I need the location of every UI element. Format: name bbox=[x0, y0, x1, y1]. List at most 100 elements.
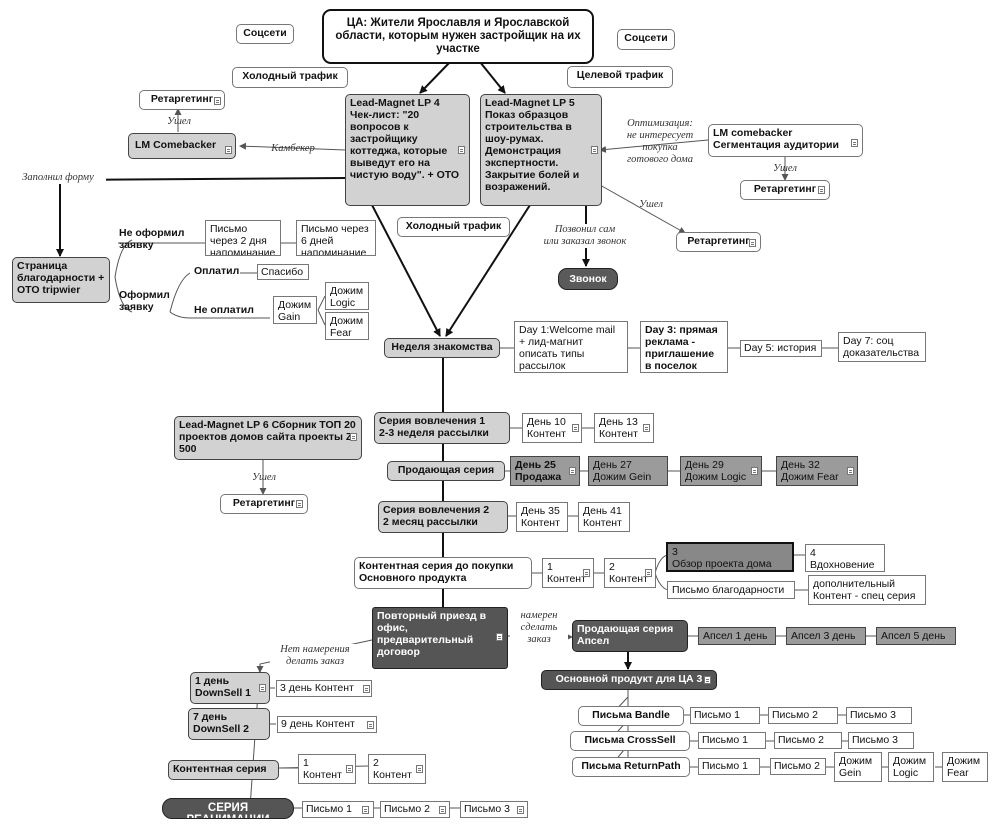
bandle-letter-2[interactable]: Письмо 2 bbox=[768, 707, 838, 724]
ca-root-node[interactable]: ЦА: Жители Ярославля и Ярославской облас… bbox=[322, 9, 594, 64]
lm-comebacker-node[interactable]: LM Comebacker bbox=[128, 133, 236, 159]
engagement-series-1-node[interactable]: Серия вовлечения 1 2-3 неделя рассылки bbox=[374, 412, 510, 444]
day32-node[interactable]: День 32 Дожим Fear bbox=[776, 456, 858, 486]
zvonok-node[interactable]: Звонок bbox=[558, 268, 618, 290]
crosssell-letter-3[interactable]: Письмо 3 bbox=[848, 732, 914, 749]
day7-node[interactable]: Day 7: соц доказательства bbox=[838, 332, 926, 362]
reanimation-letter-1[interactable]: Письмо 1 bbox=[302, 801, 374, 818]
arrow-lp4-week bbox=[371, 204, 441, 337]
ne-oplatil-label[interactable]: Не оплатил bbox=[194, 304, 254, 316]
selling-series-node[interactable]: Продающая серия bbox=[387, 461, 505, 481]
retarget-node-1[interactable]: Ретаргетинг bbox=[139, 90, 225, 110]
dozhim-gain-node[interactable]: Дожим Gain bbox=[273, 296, 317, 324]
day29-node[interactable]: День 29 Дожим Logic bbox=[680, 456, 762, 486]
arrow-optim bbox=[599, 139, 709, 153]
note-icon bbox=[416, 765, 423, 773]
upsell-1-node[interactable]: Апсел 1 день bbox=[698, 627, 776, 645]
returnpath-node[interactable]: Письма ReturnPath bbox=[572, 757, 690, 777]
crosssell-letter-2[interactable]: Письмо 2 bbox=[774, 732, 842, 749]
day1-node[interactable]: Day 1:Welcome mail + лид-магнит описать … bbox=[514, 321, 628, 373]
bandle-letter-1[interactable]: Письмо 1 bbox=[690, 707, 760, 724]
content-series-2-node[interactable]: Контентная серия bbox=[168, 760, 279, 780]
note-icon bbox=[346, 765, 353, 773]
returnpath-letter-1[interactable]: Письмо 1 bbox=[698, 758, 760, 775]
lead-magnet-lp6-node[interactable]: Lead-Magnet LP 6 Сборник ТОП 20 проектов… bbox=[174, 416, 362, 460]
day3-node[interactable]: Day 3: прямая реклама - приглашение в по… bbox=[640, 321, 728, 373]
day35-node[interactable]: День 35 Контент bbox=[516, 502, 568, 532]
upsell-series-node[interactable]: Продающая серия Апсел bbox=[572, 620, 688, 652]
thanks-page-node[interactable]: Страница благодарности + ОТО tripwier bbox=[12, 257, 110, 303]
content-3-node[interactable]: 3 Обзор проекта дома bbox=[666, 542, 794, 572]
note-icon bbox=[225, 146, 232, 154]
note-icon bbox=[517, 806, 524, 814]
bandle-letter-3[interactable]: Письмо 3 bbox=[846, 707, 912, 724]
lead-magnet-lp4-node[interactable]: Lead-Magnet LP 4 Чек-лист: "20 вопросов … bbox=[345, 94, 470, 206]
note-icon bbox=[751, 467, 758, 475]
spasibo-node[interactable]: Спасибо bbox=[257, 264, 309, 280]
kambeker-label: Камбекер bbox=[271, 143, 315, 154]
note-icon bbox=[583, 569, 590, 577]
downsell-1-content[interactable]: 3 день Контент bbox=[276, 680, 372, 697]
content-4-node[interactable]: 4 Вдохновение bbox=[805, 544, 885, 572]
returnpath-dozhim-fear[interactable]: Дожим Fear bbox=[942, 752, 988, 782]
downsell-2-node[interactable]: 7 день DownSell 2 bbox=[188, 708, 270, 740]
note-icon bbox=[847, 467, 854, 475]
socseti-right-node[interactable]: Соцсети bbox=[617, 29, 675, 50]
week-intro-node[interactable]: Неделя знакомства bbox=[384, 338, 500, 358]
engagement-series-2-node[interactable]: Серия вовлечения 2 2 месяц рассылки bbox=[378, 501, 508, 533]
day5-node[interactable]: Day 5: история bbox=[740, 340, 822, 357]
dozhim-logic-node[interactable]: Дожим Logic bbox=[325, 282, 369, 310]
pozvonil-label: Позвонил сам или заказал звонок bbox=[526, 224, 644, 248]
socseti-left-node[interactable]: Соцсети bbox=[236, 24, 294, 44]
returnpath-dozhim-gain[interactable]: Дожим Gein bbox=[834, 752, 882, 782]
line-form bbox=[59, 177, 346, 181]
dozhim-fear-node[interactable]: Дожим Fear bbox=[325, 312, 369, 340]
retarget-node-2[interactable]: Ретаргетинг bbox=[740, 180, 830, 200]
reanimation-letter-3[interactable]: Письмо 3 bbox=[460, 801, 528, 818]
note-icon bbox=[296, 500, 303, 508]
downsell-2-content[interactable]: 9 день Контент bbox=[277, 716, 377, 733]
pismo-2d-node[interactable]: Письмо через 2 дня напоминание bbox=[205, 220, 281, 256]
reanimation-letter-2[interactable]: Письмо 2 bbox=[380, 801, 450, 818]
note-icon bbox=[350, 433, 357, 441]
content-series-main-node[interactable]: Контентная серия до покупки Основного пр… bbox=[354, 557, 532, 589]
pismo-6d-node[interactable]: Письмо через 6 дней напоминание bbox=[296, 220, 376, 256]
returnpath-letter-2[interactable]: Письмо 2 bbox=[770, 758, 826, 775]
note-icon bbox=[367, 721, 374, 729]
note-icon bbox=[569, 467, 576, 475]
upsell-5-node[interactable]: Апсел 5 день bbox=[876, 627, 956, 645]
cold-traffic-top-node[interactable]: Холодный трафик bbox=[232, 67, 348, 88]
day27-node[interactable]: День 27 Дожим Gein bbox=[588, 456, 668, 486]
crosssell-letter-1[interactable]: Письмо 1 bbox=[698, 732, 766, 749]
retarget-node-4[interactable]: Ретаргетинг bbox=[220, 494, 308, 514]
reanimation-node[interactable]: СЕРИЯ РЕАНИМАЦИИ bbox=[162, 798, 294, 819]
thanks-letter-node[interactable]: Письмо благодарности bbox=[667, 581, 795, 599]
target-traffic-node[interactable]: Целевой трафик bbox=[567, 66, 673, 88]
note-icon bbox=[259, 684, 266, 692]
bandle-node[interactable]: Письма Bandle bbox=[578, 706, 684, 726]
note-icon bbox=[439, 806, 446, 814]
ne-oformil-label[interactable]: Не оформил заявку bbox=[119, 227, 185, 251]
repeat-visit-node[interactable]: Повторный приезд в офис, предварительный… bbox=[372, 607, 508, 669]
cold-traffic-mid-node[interactable]: Холодный трафик bbox=[397, 217, 510, 237]
content-series-2-item-1[interactable]: 1 Контент bbox=[298, 754, 356, 784]
retarget-node-3[interactable]: Ретаргетинг bbox=[676, 232, 761, 252]
day13-node[interactable]: День 13 Контент bbox=[594, 413, 654, 443]
lead-magnet-lp5-node[interactable]: Lead-Magnet LP 5 Показ образцов строител… bbox=[480, 94, 602, 206]
extra-content-node[interactable]: дополнительный Контент - спец серия bbox=[808, 575, 926, 605]
main-product-node[interactable]: Основной продукт для ЦА 3 bbox=[541, 670, 717, 690]
nameren-label: намерен сделать заказ bbox=[510, 610, 568, 646]
note-icon bbox=[749, 239, 756, 247]
day41-node[interactable]: День 41 Контент bbox=[578, 502, 630, 532]
day25-node[interactable]: День 25 Продажа bbox=[510, 456, 580, 486]
note-icon bbox=[214, 97, 221, 105]
lm-comeback-segment-node[interactable]: LM comebacker Сегментация аудитории bbox=[708, 124, 863, 157]
arrow-kambeker bbox=[239, 142, 346, 151]
oplatil-label[interactable]: Оплатил bbox=[194, 265, 240, 277]
returnpath-dozhim-logic[interactable]: Дожим Logic bbox=[888, 752, 934, 782]
note-icon bbox=[818, 186, 825, 194]
upsell-3-node[interactable]: Апсел 3 день bbox=[786, 627, 866, 645]
crosssell-node[interactable]: Письма CrossSell bbox=[570, 731, 690, 751]
oformil-label[interactable]: Оформил заявку bbox=[119, 289, 170, 313]
downsell-1-node[interactable]: 1 день DownSell 1 bbox=[190, 672, 270, 704]
